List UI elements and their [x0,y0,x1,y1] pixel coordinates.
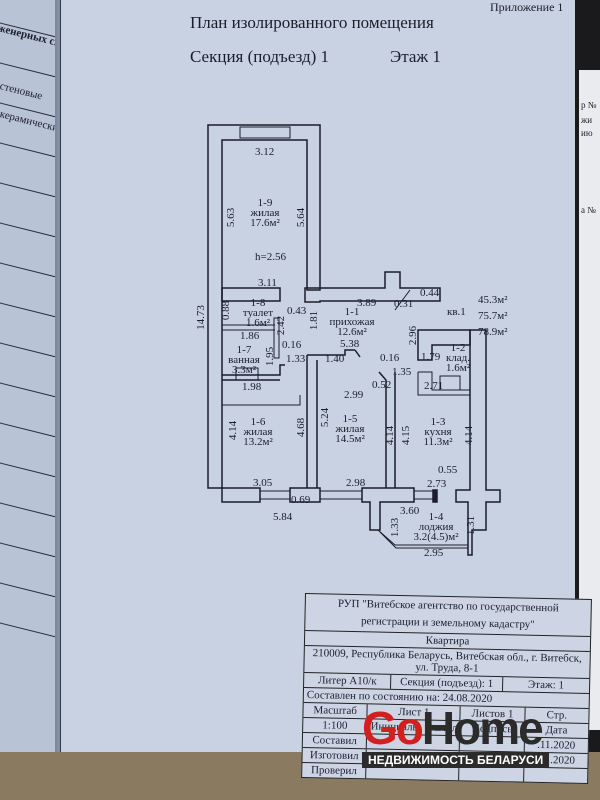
compiled-by: Составил [302,732,368,749]
dimension-label: 0.69 [291,494,311,506]
dimension-label: 2.96 [407,325,420,346]
dimension-label: 4.68 [295,417,308,438]
dimension-label: 5.64 [295,207,308,228]
right-page-text: ию [581,128,593,138]
scale: 1:100 [303,717,368,734]
scale-label: Масштаб [303,702,369,719]
watermark-subtitle: НЕДВИЖИМОСТЬ БЕЛАРУСИ [362,752,550,768]
dimension-label: 3.11 [258,277,277,289]
right-page-text: р № [581,100,597,110]
dimension-label: 1.33 [286,353,306,365]
dimension-label: 2.95 [424,547,444,559]
page-title: План изолированного помещения [190,13,434,32]
watermark-go: Go [362,702,424,754]
dimension-label: 4.15 [400,425,413,446]
dimension-label: 3.60 [400,505,420,517]
dimension-label: 0.43 [287,305,307,317]
dimension-label: 2.42 [275,315,288,336]
dimension-label: 4.14 [463,425,476,446]
dimension-label: 2.71 [424,380,444,392]
made-by: Изготовил [302,747,368,764]
dimension-label: 1.40 [325,353,345,365]
section-label: Секция (подъезд) 1 [190,47,330,66]
dimension-label: 3.05 [253,477,273,489]
dimension-label: 2.98 [346,477,366,489]
dimension-label: 1.98 [242,381,262,393]
section: Секция (подъезд): 1 [391,674,503,692]
checked-by: Проверил [302,762,367,779]
organization: РУП "Витебское агентство по государствен… [337,597,559,631]
dimension-label: 0.52 [372,379,392,391]
appendix-label: Приложение 1 [490,0,564,14]
ceiling-height: h=2.56 [255,251,286,263]
dimension-label: 5.24 [319,407,332,428]
dimension-label: 1.79 [421,351,441,363]
dimension-label: 2.73 [427,478,447,490]
liter: Литер А10/к [304,673,392,689]
dimension-label: 0.31 [394,298,414,310]
dimension-label: 5.84 [273,511,293,523]
watermark-home: Home [421,702,544,754]
floor-label: Этаж 1 [390,47,441,66]
floor: Этаж: 1 [527,678,565,692]
apartment-label: кв.1 [447,306,466,318]
dimension-label: 14.73 [194,305,207,330]
dimension-label: 0.88 [220,300,233,321]
dimension-label: 4.14 [384,425,397,446]
dimension-label: 1.35 [392,366,412,378]
right-page-text: а № [581,205,596,215]
dimension-label: 0.44 [420,287,440,299]
right-page-text: жи [581,115,593,125]
dimension-label: 5.63 [225,207,238,228]
left-page: женерных систем стеновые керамический [0,0,62,760]
dimension-label: 5.38 [340,338,360,350]
dimension-label: 3.12 [255,146,275,158]
dimension-label: 1.86 [240,330,260,342]
dimension-label: 1.81 [308,310,321,331]
dimension-label: 0.16 [282,339,302,351]
gohome-watermark: GoHome НЕДВИЖИМОСТЬ БЕЛАРУСИ [362,705,557,769]
dimension-label: 0.16 [380,352,400,364]
dimension-label: 1.31 [465,515,478,536]
dimension-label: 1.33 [389,517,402,538]
dimension-label: 2.99 [344,389,364,401]
dimension-label: 0.55 [438,464,458,476]
dimension-label: 4.14 [227,420,240,441]
dimension-label: 1.95 [264,346,277,367]
dimension-label: 3.89 [357,297,377,309]
